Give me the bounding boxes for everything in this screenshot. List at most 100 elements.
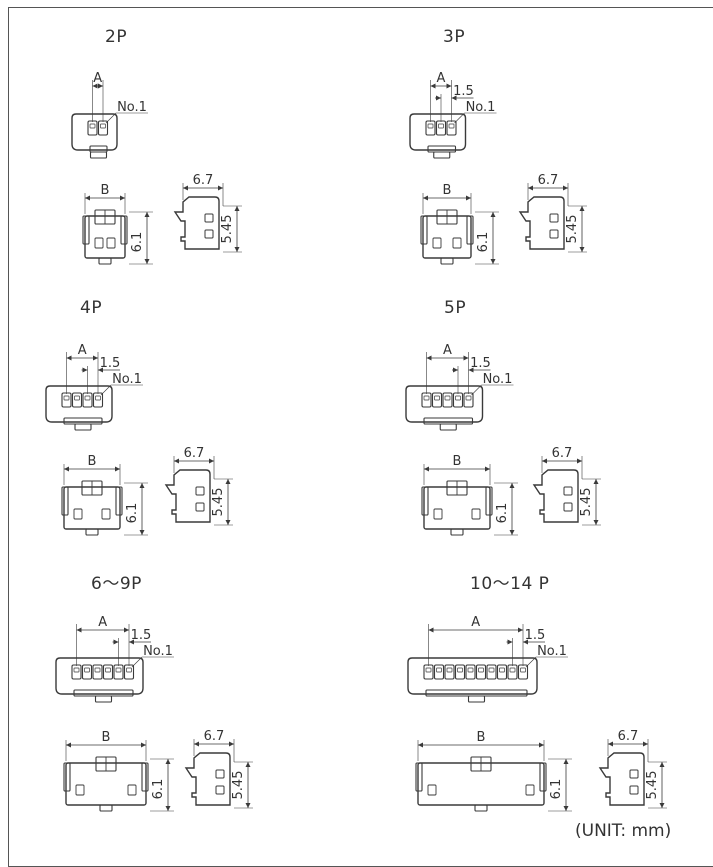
variant-4p-side-view: 6.7 5.45 — [164, 446, 233, 526]
variant-4p-front-view: A 1.5No.1 — [45, 343, 143, 431]
variant-10-14p-side-view: 6.7 5.45 — [598, 729, 667, 809]
variant-title-2p: 2P — [105, 27, 128, 47]
variant-6-9p-front-lip — [73, 689, 134, 697]
variant-2p-dim-5-45-label: 5.45 — [220, 215, 235, 244]
variant-5p-cavity-3 — [442, 392, 453, 408]
variant-4p: A 1.5No.1B6.1 6.7 5.45 — [45, 343, 233, 536]
variant-4p-dim-pitch-label: 1.5 — [100, 356, 121, 371]
variant-3p-front-lip — [427, 145, 457, 153]
variant-5p-dim-6-1-label: 6.1 — [495, 503, 510, 524]
variant-4p-front-latch — [74, 423, 92, 431]
variant-6-9p-dim-5-45-label: 5.45 — [231, 771, 246, 800]
variant-title-4p: 4P — [80, 298, 103, 318]
variant-title-3p: 3P — [443, 27, 466, 47]
variant-5p-dim-pitch-label: 1.5 — [470, 356, 491, 371]
variant-5p-pin1-label: No.1 — [483, 372, 513, 387]
variant-5p-profile — [532, 469, 579, 523]
variant-5p-front-latch — [439, 423, 457, 431]
variant-6-9p: A 1.5No.1B 6.1 6.7 5.45 — [55, 615, 253, 812]
variant-3p-front-body — [409, 113, 467, 151]
variant-3p-dim-pitch-label: 1.5 — [453, 84, 474, 99]
unit-label: (UNIT: mm) — [575, 821, 672, 841]
variant-10-14p-front-lip — [425, 689, 528, 697]
variant-10-14p-cavity-5 — [465, 664, 476, 680]
variant-6-9p-dim-a-label: A — [98, 615, 107, 630]
variant-3p-side-view: 6.7 5.45 — [518, 173, 587, 253]
variant-5p-front-view: A 1.5No.1 — [405, 343, 514, 431]
variant-6-9p-dim-pitch-label: 1.5 — [131, 628, 152, 643]
variant-4p-dim-6-7-label: 6.7 — [184, 446, 205, 461]
variant-10-14p-dim-6-7-label: 6.7 — [618, 729, 639, 744]
variant-10-14p-cavity-7 — [486, 664, 497, 680]
variant-10-14p-front-view: A 1.5No.1 — [407, 615, 568, 703]
variant-6-9p-side-view: 6.7 5.45 — [184, 729, 253, 809]
variant-4p-dim-5-45-label: 5.45 — [211, 488, 226, 517]
variant-4p-dim-a-label: A — [78, 343, 87, 358]
variant-6-9p-profile — [184, 752, 231, 806]
variant-10-14p-dim-5-45-label: 5.45 — [645, 771, 660, 800]
variant-5p-cavity-2 — [431, 392, 443, 408]
variant-3p-dim-5-45-label: 5.45 — [565, 215, 580, 244]
variant-3p-body-view: B 6.1 — [420, 183, 499, 265]
variant-6-9p-dim-6-1-label: 6.1 — [151, 779, 166, 800]
variant-4p-pin1-label: No.1 — [112, 372, 142, 387]
variant-6-9p-front-body — [55, 657, 144, 695]
variant-2p: A No.1B 6.1 6.7 5.45 — [71, 71, 242, 265]
variant-10-14p-cavity-2 — [433, 664, 445, 680]
variant-4p-profile — [164, 469, 211, 523]
variant-6-9p-front-latch — [94, 695, 113, 703]
variant-10-14p-dim-a-label: A — [471, 615, 480, 630]
variant-3p-front-latch — [433, 151, 451, 159]
variant-10-14p-cavity-6 — [475, 664, 487, 680]
variant-5p-front-body — [405, 385, 484, 423]
variant-2p-dim-6-7-label: 6.7 — [193, 173, 214, 188]
variant-2p-front-body — [71, 113, 118, 151]
variant-4p-front-lip — [63, 417, 103, 425]
variant-3p-dim-a-label: A — [437, 71, 446, 86]
variant-2p-dim-6-1-label: 6.1 — [130, 232, 145, 253]
variant-3p-dim-6-1-label: 6.1 — [476, 232, 491, 253]
variant-6-9p-dim-6-7-label: 6.7 — [204, 729, 225, 744]
variant-2p-pin1-label: No.1 — [117, 100, 147, 115]
variant-5p-dim-b-label: B — [453, 454, 462, 469]
variant-10-14p-profile — [598, 752, 645, 806]
variant-10-14p-dim-6-1-label: 6.1 — [549, 779, 564, 800]
variant-10-14p-cavity-8 — [496, 664, 508, 680]
variant-5p-body-view: B 6.1 — [421, 454, 518, 536]
variant-6-9p-body-view: B 6.1 — [63, 730, 174, 812]
variant-2p-dim-b-label: B — [101, 183, 110, 198]
variant-6-9p-pin1-label: No.1 — [143, 644, 173, 659]
variant-3p: A 1.5No.1B 6.1 6.7 5.45 — [409, 71, 587, 265]
variant-10-14p-cavity-3 — [444, 664, 455, 680]
variant-2p-dim-a-label: A — [93, 71, 102, 86]
variant-5p: A 1.5No.1B 6.1 6.75.45 — [405, 343, 601, 536]
variant-3p-dim-6-7-label: 6.7 — [538, 173, 559, 188]
variant-10-14p-dim-b-label: B — [477, 730, 486, 745]
variant-6-9p-dim-b-label: B — [102, 730, 111, 745]
variant-10-14p-front-body — [407, 657, 538, 695]
variant-2p-front-lip — [89, 145, 108, 153]
variant-5p-side-view: 6.75.45 — [532, 446, 601, 526]
variant-4p-cavity-2 — [71, 392, 83, 408]
variant-4p-dim-6-1-label: 6.1 — [125, 503, 140, 524]
variant-title-6-9p: 6〜9P — [91, 574, 142, 594]
variant-title-10-14p: 10〜14 P — [470, 574, 550, 594]
variant-2p-profile — [173, 196, 220, 250]
variant-5p-dim-5-45-label: 5.45 — [579, 488, 594, 517]
variant-5p-dim-a-label: A — [443, 343, 452, 358]
variant-title-5p: 5P — [444, 298, 467, 318]
variant-3p-pin1-label: No.1 — [466, 100, 496, 115]
variant-10-14p-pin1-label: No.1 — [537, 644, 567, 659]
variant-10-14p: A 1.5No.1B 6.1 6.7 5.45 — [407, 615, 667, 812]
variant-4p-body-view: B6.1 — [61, 454, 148, 536]
variant-3p-dim-b-label: B — [443, 183, 452, 198]
variant-2p-body-view: B 6.1 — [82, 183, 153, 265]
variant-10-14p-dim-pitch-label: 1.5 — [525, 628, 546, 643]
variant-6-9p-cavity-2 — [81, 664, 93, 680]
variant-3p-profile — [518, 196, 565, 250]
variant-5p-front-lip — [423, 417, 474, 425]
variant-3p-front-view: A 1.5No.1 — [409, 71, 497, 159]
variant-6-9p-cavity-3 — [92, 664, 103, 680]
